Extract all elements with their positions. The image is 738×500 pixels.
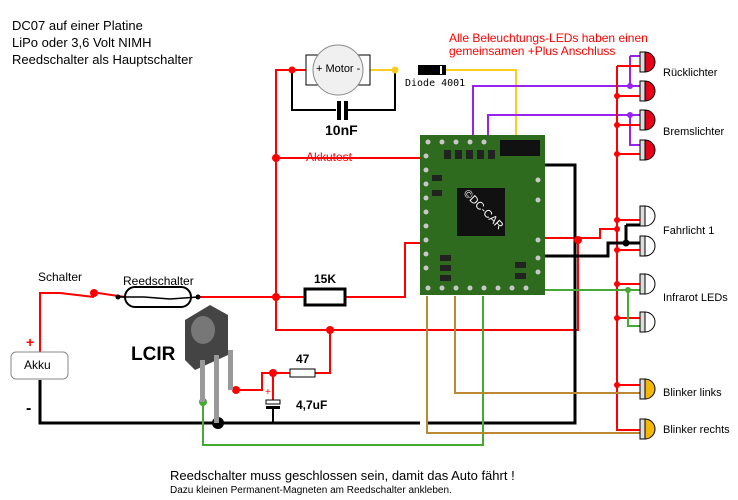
akku-plus-label: + [26,334,35,350]
junction-dot-purple [627,112,633,118]
diode-label: Diode 4001 [405,78,466,89]
junction-dot-black [622,239,630,247]
led-infrarot-1 [639,273,656,295]
brown-wire [426,296,640,434]
pcb-board [420,135,545,295]
blinker-links-label: Blinker links [663,387,722,399]
led-bremslicht-1 [639,109,656,131]
motor-label: + Motor - [316,63,361,75]
lcir-label: LCIR [131,344,176,365]
junction-dots [90,66,620,394]
blinker-rechts-label: Blinker rechts [663,424,730,436]
led-note-line1: Alle Beleuchtungs-LEDs haben einen [449,31,648,45]
diode-4001 [418,65,446,75]
ruecklichter-label: Rücklichter [663,67,718,79]
fahrlicht-label: Fahrlicht 1 [663,225,715,237]
header-title-line1: DC07 auf einer Platine [12,18,143,33]
header-title-line2: LiPo oder 3,6 Volt NIMH [12,35,152,50]
reed-switch [115,286,201,308]
capacitor-plus-label: + [265,387,271,398]
junction-dot-green [625,287,631,293]
footer-line1: Reedschalter muss geschlossen sein, dami… [170,468,515,483]
schalter-switch [59,292,95,298]
infrarot-label: Infrarot LEDs [663,292,728,304]
yellow-wire [370,69,517,140]
bremslichter-label: Bremslichter [663,126,725,138]
resistor-15k-label: 15K [314,272,337,286]
led-bremslicht-2 [639,139,656,161]
capacitor-4-7uf [265,399,281,423]
akkutest-label: Akkutest [306,150,353,164]
motor [305,44,371,96]
capacitor-4-7uf-label: 4,7uF [296,398,328,412]
reedschalter-label: Reedschalter [123,274,194,288]
capacitor-10nf [337,101,348,120]
led-ruecklicht-1 [639,51,656,73]
led-note-line2: gemeinsamen +Plus Anschluss [449,44,616,58]
resistor-15k [303,287,347,307]
footer-line2: Dazu kleinen Permanent-Magneten am Reeds… [170,485,452,496]
motor-capacitor-wire [291,70,396,111]
led-fahrlicht-2 [639,235,656,257]
red-wire [39,65,640,431]
capacitor-10nf-label: 10nF [325,122,358,138]
akku-label: Akku [24,358,51,372]
junction-dot-yellow [391,66,399,74]
led-infrarot-2 [639,311,656,333]
led-blinker-rechts [639,418,656,440]
junction-dot-purple [627,83,633,89]
schalter-label: Schalter [38,270,83,284]
resistor-47-label: 47 [296,352,310,366]
resistor-47 [289,368,316,378]
akku-minus-label: - [26,400,32,417]
led-fahrlicht-1 [639,205,656,227]
led-ruecklicht-2 [639,80,656,102]
header-title-line3: Reedschalter als Hauptschalter [12,52,193,67]
led-blinker-links [639,378,656,400]
lcir-ir-receiver [185,305,233,423]
akku-battery [10,351,69,380]
